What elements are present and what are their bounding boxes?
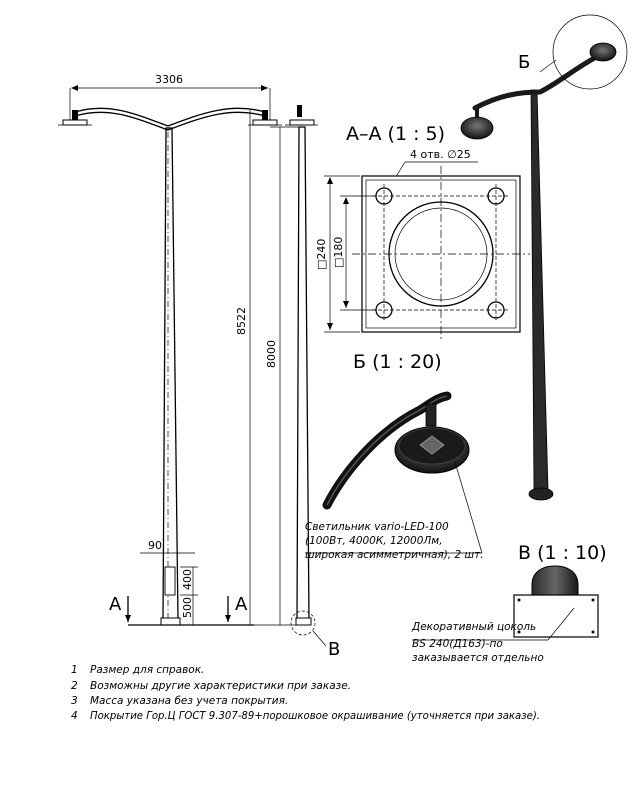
note-4-text: Покрытие Гор.Ц ГОСТ 9.307-89+порошковое …: [90, 710, 540, 722]
lamp-right: [252, 119, 278, 126]
note-4-num: 4: [71, 710, 78, 722]
front-view: 3306 90 400 500 А А: [58, 73, 310, 626]
arm-top: [74, 107, 266, 127]
dim-90: 90: [148, 539, 162, 552]
dim-240: □240: [315, 239, 328, 270]
arm-bottom: [74, 111, 266, 131]
lamp-right-mount: [262, 110, 268, 120]
detail-v-label: В: [328, 639, 340, 660]
view-v-pole-stub: [531, 565, 579, 596]
dim-8000: 8000: [265, 340, 278, 368]
pole-flange: [160, 617, 181, 626]
perspective-lamp: [460, 116, 494, 140]
perspective-arm: [472, 52, 603, 111]
view-v-screw-tl: [517, 598, 521, 602]
holes-callout: 4 отв. ∅25: [410, 148, 471, 161]
lamp-left-mount: [72, 110, 78, 120]
note-1-num: 1: [71, 664, 78, 676]
detail-b-leader: [539, 59, 557, 73]
base-line-3: заказывается отдельно: [412, 652, 544, 664]
note-1-text: Размер для справок.: [90, 664, 204, 676]
base-line-1: Декоративный цоколь: [411, 621, 536, 633]
view-v-screw-br: [591, 630, 595, 634]
side-lamp: [289, 119, 315, 126]
notes: 1 Размер для справок. 2 Возможны другие …: [71, 664, 540, 722]
view-v-screw-bl: [517, 630, 521, 634]
section-label-a-right: А: [235, 594, 248, 615]
side-view: В: [285, 105, 340, 660]
section-label-a-left: А: [109, 594, 122, 615]
note-2-num: 2: [71, 680, 78, 692]
base-line-2: BS 240(Д163)-по: [412, 638, 503, 650]
detail-v-leader: [312, 630, 327, 647]
detail-v-circle: [290, 610, 316, 636]
luminaire-line-3: широкая асимметричная), 2 шт.: [305, 549, 484, 561]
dim-width: 3306: [155, 73, 183, 86]
view-b-stem: [425, 403, 437, 427]
detail-b-lamp: [589, 42, 617, 62]
view-b: Б (1 : 20) Светильник vario-LED-100 (100…: [305, 351, 484, 561]
perspective-view: Б: [460, 14, 628, 501]
note-3-text: Масса указана без учета покрытия.: [90, 695, 288, 707]
luminaire-leader: [454, 461, 483, 554]
luminaire-line-2: (100Вт, 4000К, 12000Лм,: [305, 535, 443, 547]
dim-180: □180: [332, 237, 345, 268]
pole-shaft: [162, 127, 179, 621]
side-pole-flange: [295, 617, 312, 626]
view-b-title: Б (1 : 20): [353, 351, 442, 373]
dim-400: 400: [181, 569, 194, 590]
view-v-title: В (1 : 10): [518, 542, 607, 564]
side-lamp-mount: [297, 105, 302, 117]
lamp-left: [62, 119, 88, 126]
pole-door: [164, 566, 176, 596]
view-b-led-module: [419, 435, 445, 455]
perspective-pole: [530, 89, 549, 491]
detail-b-circle: [552, 14, 628, 90]
dim-500: 500: [181, 597, 194, 618]
detail-b-label: Б: [518, 52, 530, 73]
view-v-screw-tr: [591, 598, 595, 602]
dim-8522: 8522: [235, 307, 248, 335]
section-aa-title: А–А (1 : 5): [346, 123, 445, 145]
note-3-num: 3: [71, 695, 78, 707]
view-b-arm-highlight: [326, 395, 448, 506]
perspective-base: [528, 487, 554, 501]
section-aa: А–А (1 : 5) 4 отв. ∅25 □240 □180: [315, 123, 530, 342]
note-2-text: Возможны другие характеристики при заказ…: [90, 680, 351, 692]
view-v: В (1 : 10) Декоративный цоколь BS 240(Д1…: [411, 542, 607, 664]
base-leader: [547, 607, 575, 641]
luminaire-line-1: Светильник vario-LED-100: [305, 521, 449, 533]
